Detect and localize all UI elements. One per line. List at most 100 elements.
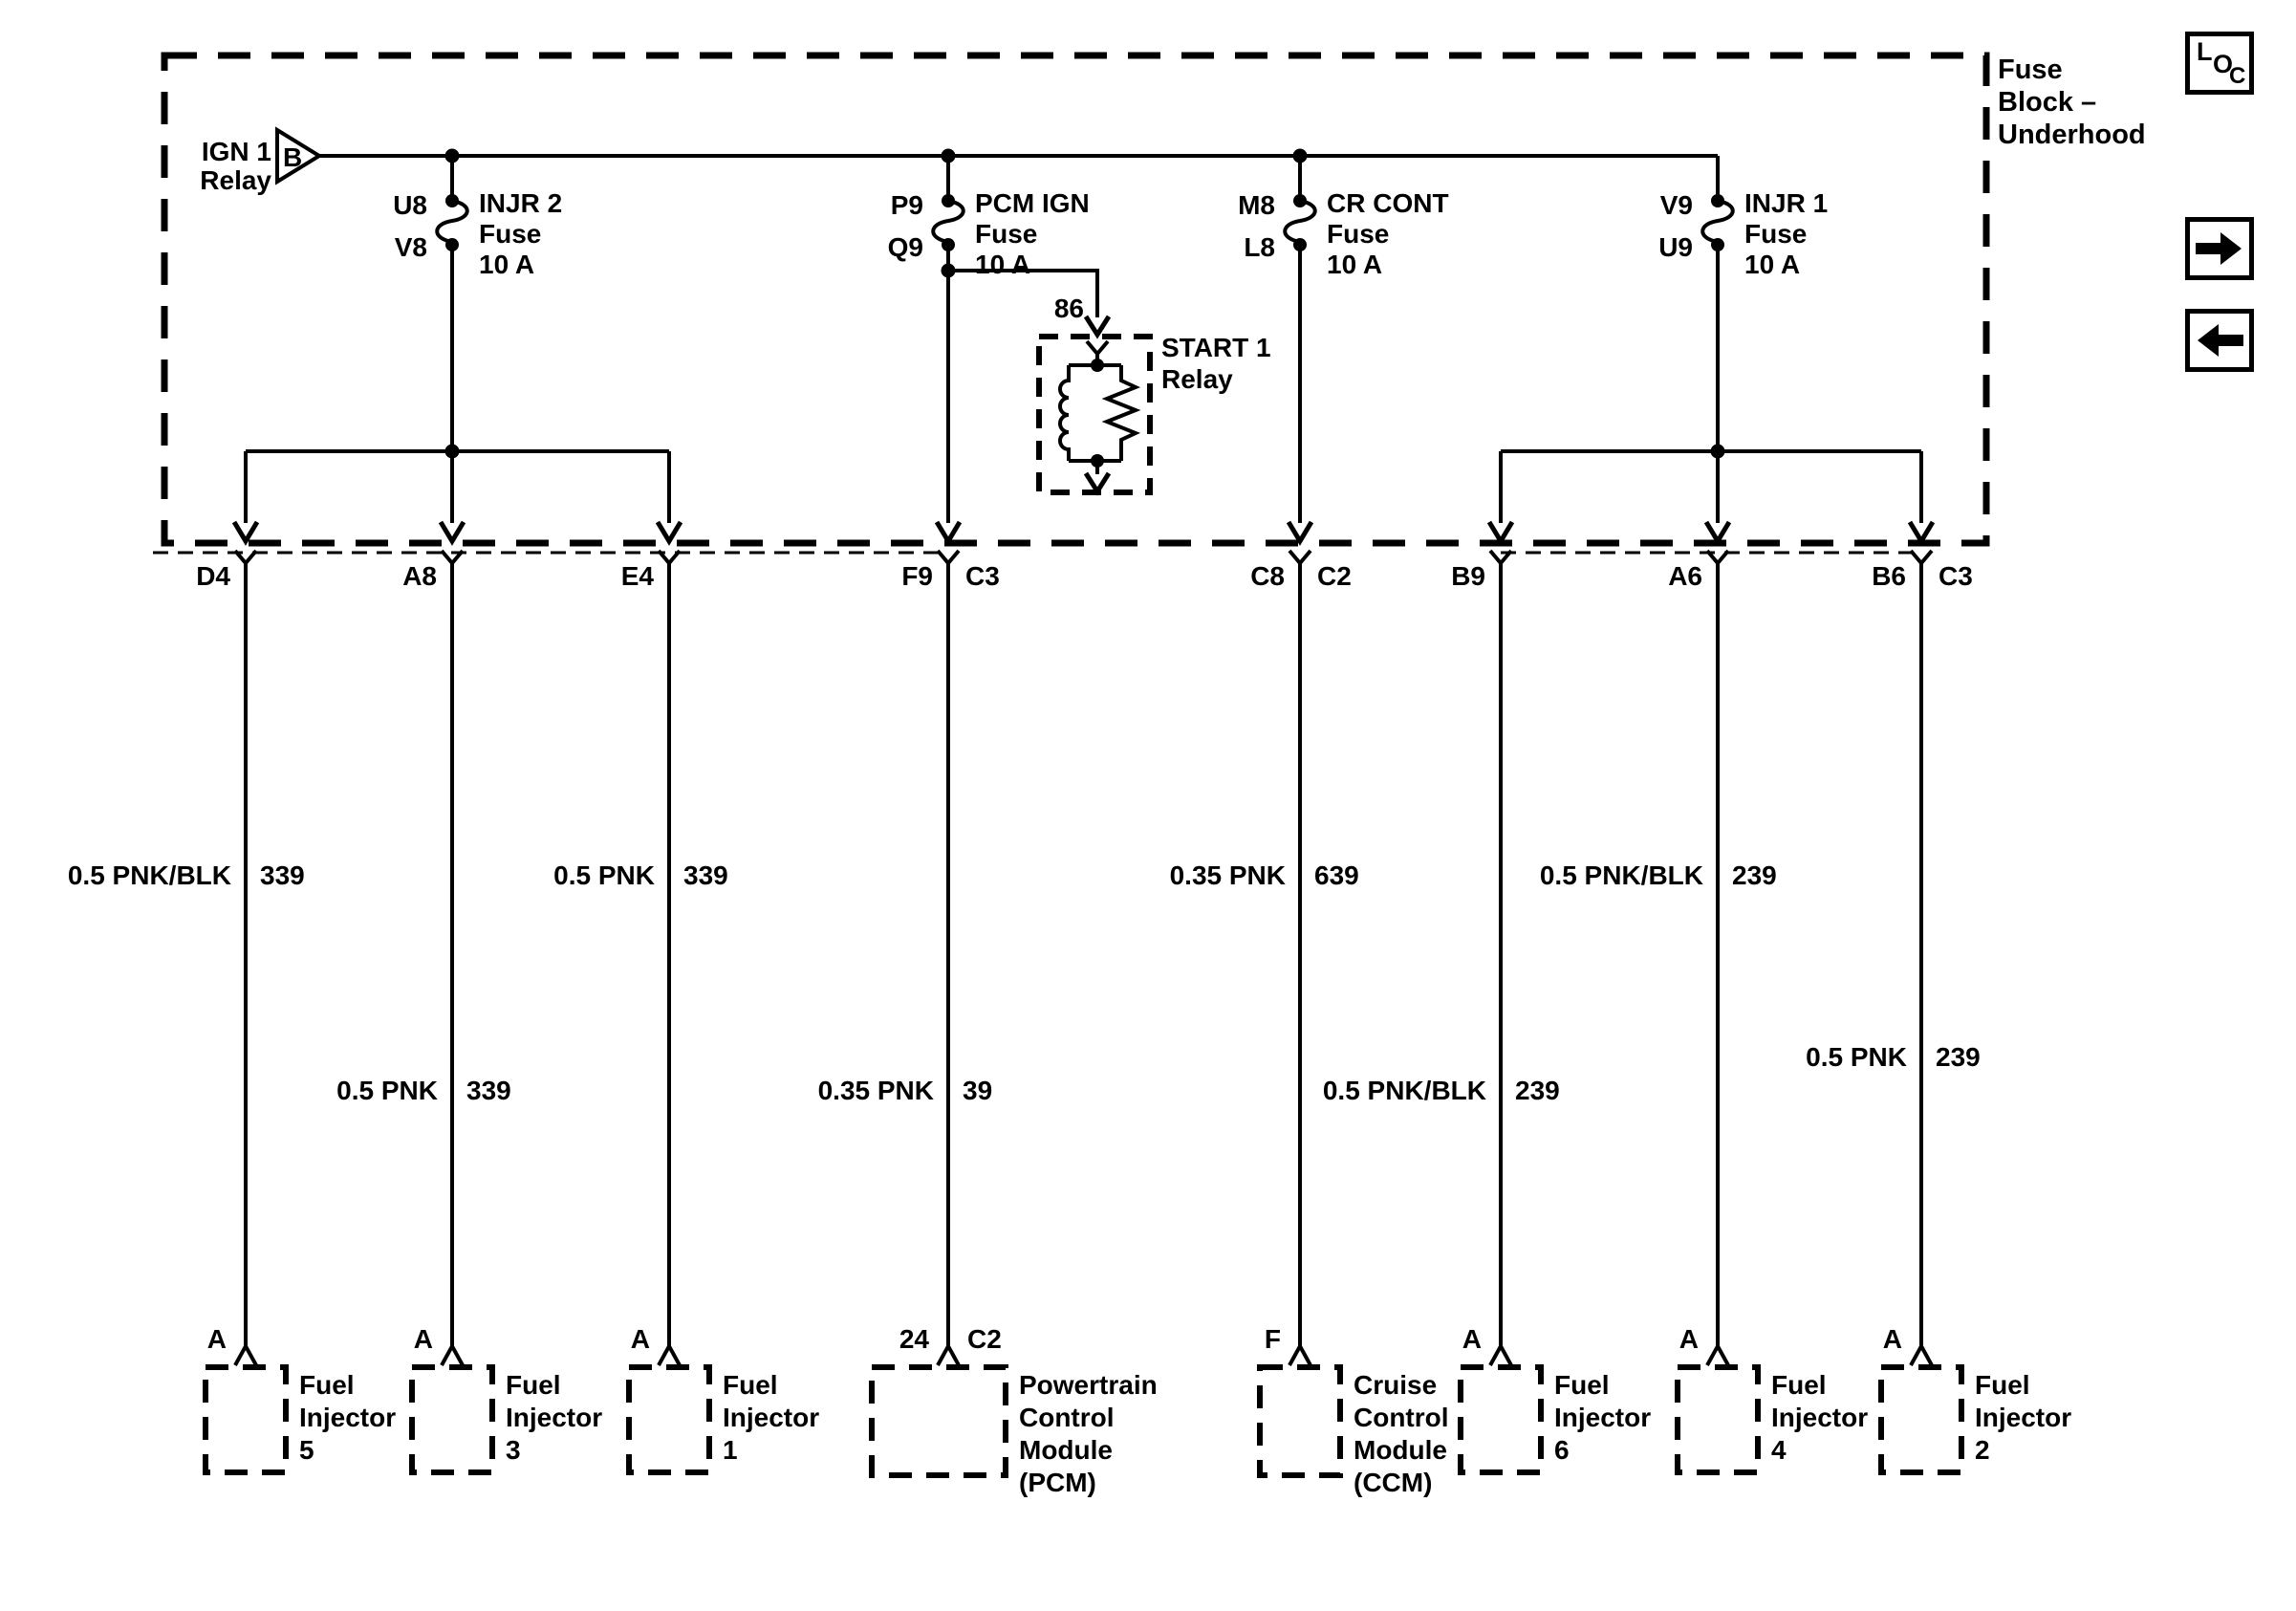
fuse-block-legend: Fuse Block – Underhood (1998, 54, 2146, 150)
loc-letter-l: L (2197, 37, 2213, 66)
w3-component-fork-icon (657, 1341, 682, 1366)
fuse-injr2-rating: 10 A (479, 250, 534, 279)
relay-name-line1: START 1 (1161, 333, 1271, 362)
w6-circuit-number: 239 (1515, 1076, 1560, 1105)
w1-component-fork-icon (233, 1341, 258, 1366)
fuse-crcont-rating: 10 A (1327, 250, 1382, 279)
w3-component-pin: A (631, 1324, 650, 1354)
w2-component-pin: A (414, 1324, 433, 1354)
wire-a6-injector4: A6 0.5 PNK/BLK 239 A (1540, 245, 1777, 1366)
relay-pin-86: 86 (1054, 294, 1084, 323)
injector5-label-3: 5 (299, 1435, 314, 1465)
w2-wire-label: 0.5 PNK (336, 1076, 438, 1105)
pcm-label-2: Control (1019, 1403, 1115, 1432)
relay-resistor-icon (1101, 365, 1141, 461)
injector2-label-3: 2 (1975, 1435, 1990, 1465)
feed-label-line2: Relay (200, 165, 271, 195)
w1-connector-left: D4 (196, 561, 230, 591)
w7-wire-label: 0.5 PNK/BLK (1540, 860, 1703, 890)
w3-arrowhead-icon (655, 520, 683, 546)
fuse-injr1-name: INJR 1 (1744, 188, 1828, 218)
w7-connector-left: A6 (1668, 561, 1702, 591)
relay-branch-wire (948, 269, 1099, 317)
injector4-box (1675, 1364, 1761, 1475)
relay-name-line2: Relay (1161, 364, 1233, 394)
component-pcm: Powertrain Control Module (PCM) (869, 1364, 1158, 1497)
fuse-crcont-pin-bottom: L8 (1244, 232, 1275, 262)
wire-d4-injector5: D4 0.5 PNK/BLK 339 A (68, 451, 305, 1366)
injector3-label-1: Fuel (506, 1370, 561, 1400)
legend-line-2: Block – (1998, 87, 2096, 118)
w3-connector-left: E4 (621, 561, 655, 591)
component-injector4: Fuel Injector 4 (1675, 1364, 1868, 1475)
injector6-label-2: Injector (1554, 1403, 1651, 1432)
w8-circuit-number: 239 (1936, 1042, 1981, 1072)
wire-f9-pcm: F9 C3 0.35 PNK 39 24 C2 (818, 245, 1002, 1366)
w8-connector-right: C3 (1939, 561, 1973, 591)
w4-component-pin-right: C2 (967, 1324, 1002, 1354)
w8-wire-label: 0.5 PNK (1806, 1042, 1907, 1072)
w3-connector-fork-icon (657, 549, 682, 567)
w3-circuit-number: 339 (683, 860, 728, 890)
w5-connector-left: C8 (1250, 561, 1285, 591)
fuse-injr2-kind: Fuse (479, 219, 541, 249)
fuse-crcont-pin-top: M8 (1238, 190, 1275, 220)
injector4-label-1: Fuel (1771, 1370, 1827, 1400)
w6-component-pin: A (1462, 1324, 1482, 1354)
component-injector3: Fuel Injector 3 (409, 1364, 602, 1475)
w1-connector-fork-icon (233, 549, 258, 567)
w7-component-pin: A (1679, 1324, 1699, 1354)
fuse-injr1-pin-bottom: U9 (1658, 232, 1693, 262)
fuse-pcmign-element (931, 199, 965, 244)
injector3-label-3: 3 (506, 1435, 521, 1465)
component-injector1: Fuel Injector 1 (626, 1364, 819, 1475)
legend-line-1: Fuse (1998, 54, 2063, 85)
component-ccm: Cruise Control Module (CCM) (1257, 1364, 1449, 1497)
w7-component-fork-icon (1705, 1341, 1730, 1366)
injector5-label-2: Injector (299, 1403, 396, 1432)
w1-wire-label: 0.5 PNK/BLK (68, 860, 231, 890)
feed-terminal: B (283, 142, 302, 172)
w4-connector-right: C3 (965, 561, 1000, 591)
fuse-injr1-kind: Fuse (1744, 219, 1807, 249)
w4-connector-left: F9 (901, 561, 933, 591)
branch-right (1501, 444, 1921, 459)
feed-triangle-icon (275, 126, 323, 185)
ccm-label-1: Cruise (1354, 1370, 1437, 1400)
wire-c8-ccm: C8 C2 0.35 PNK 639 F (1170, 245, 1359, 1366)
fuse-pcmign: P9 Q9 PCM IGN Fuse 10 A (888, 156, 1090, 279)
w6-component-fork-icon (1488, 1341, 1513, 1366)
fuse-injr2-pin-bottom: V8 (395, 232, 427, 262)
fuse-injr1: V9 U9 INJR 1 Fuse 10 A (1658, 156, 1828, 279)
ccm-box (1257, 1364, 1343, 1478)
injector1-label-3: 1 (723, 1435, 738, 1465)
fuse-pcmign-pin-top: P9 (891, 190, 923, 220)
w5-connector-fork-icon (1288, 549, 1312, 567)
w6-connector-left: B9 (1451, 561, 1485, 591)
injector3-label-2: Injector (506, 1403, 602, 1432)
injector1-label-1: Fuel (723, 1370, 778, 1400)
forward-button[interactable] (2185, 217, 2254, 280)
component-injector2: Fuel Injector 2 (1878, 1364, 2071, 1475)
fuse-crcont-name: CR CONT (1327, 188, 1449, 218)
w1-arrowhead-icon (231, 520, 260, 546)
injector6-label-3: 6 (1554, 1435, 1570, 1465)
left-arrow-icon (2198, 324, 2243, 357)
fuse-injr2-pin-top: U8 (393, 190, 427, 220)
wire-b9-injector6: B9 0.5 PNK/BLK 239 A (1323, 451, 1560, 1366)
back-button[interactable] (2185, 309, 2254, 372)
w1-component-pin: A (207, 1324, 227, 1354)
start1-relay-box (1036, 334, 1153, 495)
right-arrow-icon (2196, 232, 2242, 265)
w8-component-fork-icon (1909, 1341, 1934, 1366)
injector6-box (1458, 1364, 1544, 1475)
fuse-crcont-kind: Fuse (1327, 219, 1389, 249)
injector4-label-3: 4 (1771, 1435, 1787, 1465)
branch-left (246, 444, 669, 459)
pcm-label-3: Module (1019, 1435, 1113, 1465)
w8-component-pin: A (1883, 1324, 1902, 1354)
loc-button[interactable]: L O C (2185, 32, 2254, 95)
relay-coil-icon (1058, 365, 1071, 461)
